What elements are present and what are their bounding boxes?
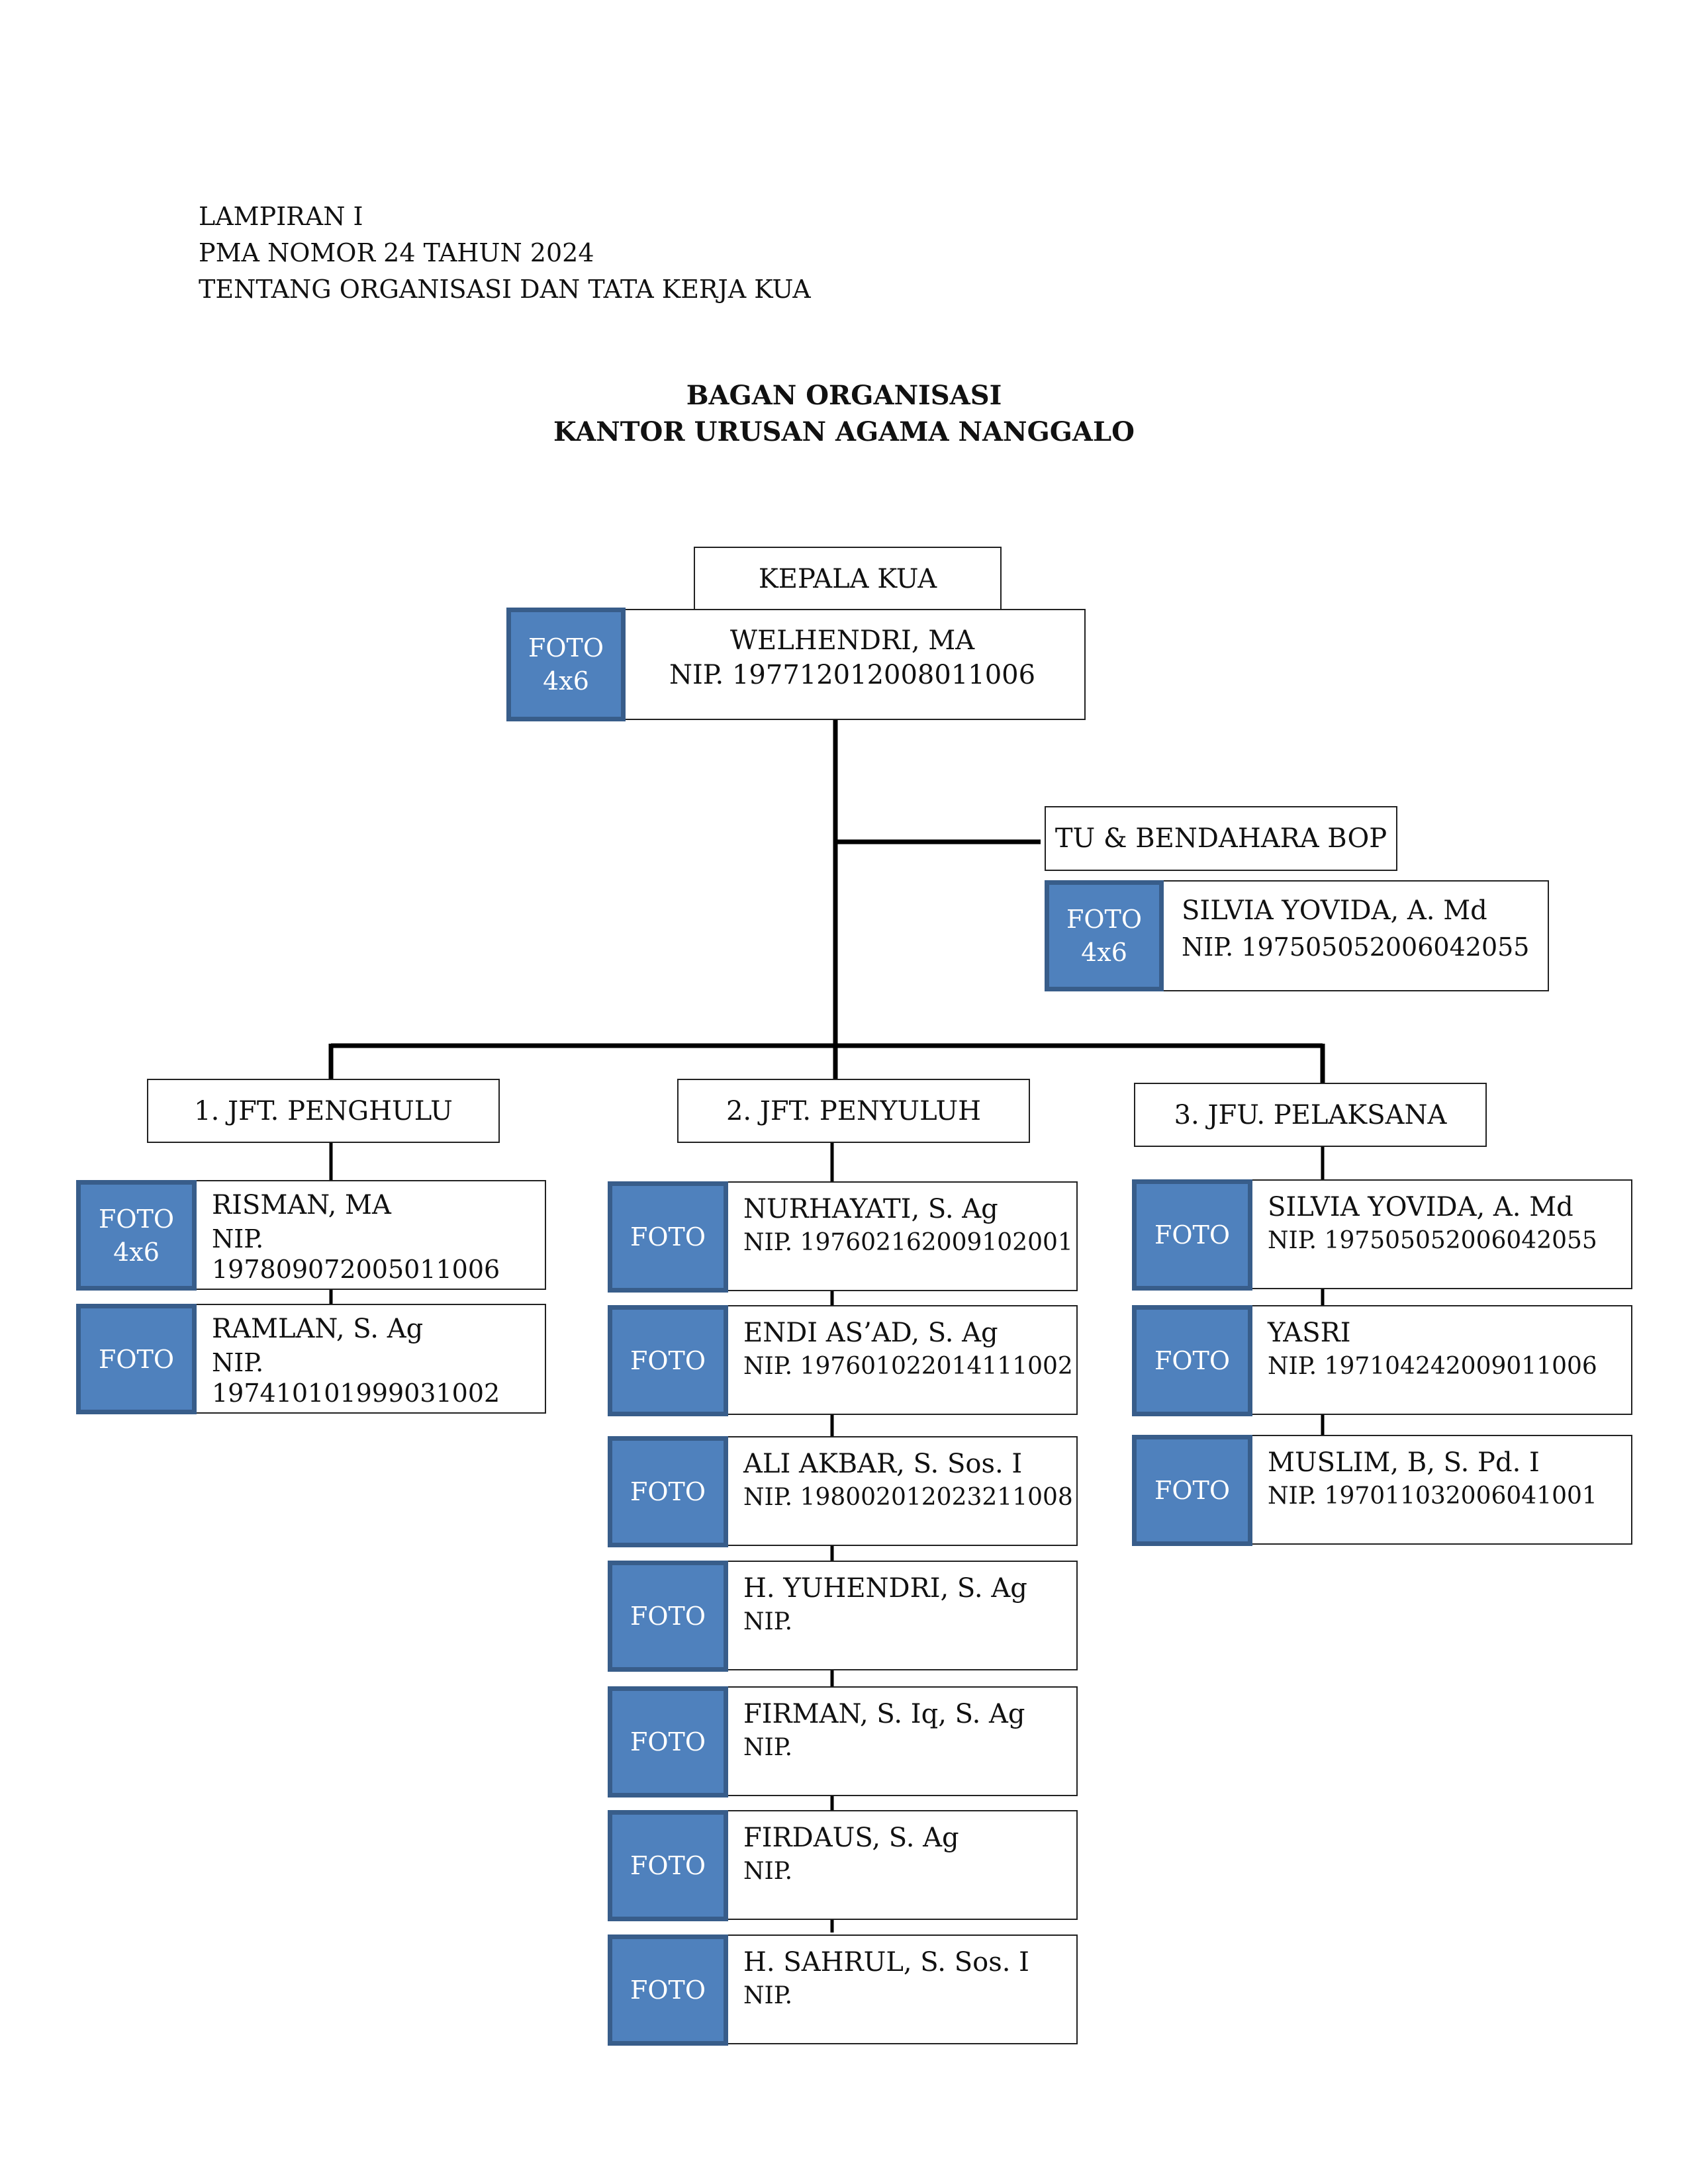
- member-nip: NIP.: [743, 1608, 793, 1635]
- tu-nip: NIP. 197505052006042055: [1182, 933, 1530, 962]
- member-nip: NIP. 197601022014111002: [743, 1353, 1073, 1380]
- photo-label: FOTO: [1066, 905, 1143, 934]
- member-nip: NIP.: [743, 1734, 793, 1761]
- group-pelaksana-label: 3. JFU. PELAKSANA: [1134, 1083, 1487, 1147]
- kepala-kua-label: KEPALA KUA: [694, 547, 1002, 611]
- member-nip: NIP.: [743, 1858, 793, 1885]
- member-photo-placeholder: FOTO: [608, 1686, 728, 1797]
- photo-label: FOTO: [1154, 1220, 1231, 1250]
- member-nip-value: 197809072005011006: [212, 1255, 500, 1284]
- photo-label: FOTO: [528, 633, 604, 662]
- member-name: ALI AKBAR, S. Sos. I: [743, 1449, 1023, 1479]
- tu-name: SILVIA YOVIDA, A. Md: [1182, 895, 1487, 926]
- member-name: H. YUHENDRI, S. Ag: [743, 1573, 1027, 1604]
- kepala-photo-placeholder: FOTO 4x6: [506, 608, 626, 721]
- document-header: LAMPIRAN I PMA NOMOR 24 TAHUN 2024 TENTA…: [199, 199, 811, 308]
- group-penghulu-text: 1. JFT. PENGHULU: [194, 1095, 453, 1126]
- photo-label: FOTO: [630, 1346, 706, 1375]
- kepala-nip: NIP. 197712012008011006: [669, 660, 1036, 690]
- member-photo-placeholder: FOTO: [608, 1934, 728, 2046]
- photo-label: FOTO: [630, 1851, 706, 1880]
- member-name: ENDI AS’AD, S. Ag: [743, 1318, 998, 1348]
- title-line-2: KANTOR URUSAN AGAMA NANGGALO: [553, 416, 1135, 447]
- member-photo-placeholder: FOTO: [608, 1561, 728, 1672]
- group-penghulu-label: 1. JFT. PENGHULU: [147, 1079, 500, 1143]
- photo-size-label: 4x6: [543, 666, 589, 696]
- member-photo-placeholder: FOTO: [76, 1304, 197, 1414]
- group-pelaksana-text: 3. JFU. PELAKSANA: [1174, 1099, 1447, 1130]
- member-nip: NIP. 198002012023211008: [743, 1484, 1073, 1511]
- title-line-1: BAGAN ORGANISASI: [686, 380, 1002, 411]
- kepala-name: WELHENDRI, MA: [729, 625, 975, 656]
- member-photo-placeholder: FOTO: [608, 1436, 728, 1547]
- photo-label: FOTO: [98, 1204, 175, 1234]
- photo-label: FOTO: [630, 1976, 706, 2005]
- member-nip: NIP. 197505052006042055: [1268, 1227, 1597, 1254]
- member-nip-label: NIP.: [212, 1224, 264, 1253]
- lampiran-line: LAMPIRAN I: [199, 202, 363, 231]
- member-name: H. SAHRUL, S. Sos. I: [743, 1947, 1029, 1978]
- member-name: NURHAYATI, S. Ag: [743, 1194, 998, 1224]
- member-name: YASRI: [1268, 1318, 1351, 1348]
- member-name: SILVIA YOVIDA, A. Md: [1268, 1192, 1573, 1222]
- member-nip: NIP.: [743, 1982, 793, 2009]
- member-photo-placeholder: FOTO 4x6: [76, 1180, 197, 1291]
- tentang-line: TENTANG ORGANISASI DAN TATA KERJA KUA: [199, 275, 811, 304]
- photo-size-label: 4x6: [1081, 938, 1127, 967]
- photo-label: FOTO: [1154, 1476, 1231, 1505]
- member-name: MUSLIM, B, S. Pd. I: [1268, 1447, 1540, 1478]
- pma-line: PMA NOMOR 24 TAHUN 2024: [199, 238, 594, 267]
- member-nip: NIP. 197104242009011006: [1268, 1353, 1597, 1380]
- member-photo-placeholder: FOTO: [608, 1810, 728, 1921]
- member-nip-value: 197410101999031002: [212, 1379, 500, 1408]
- member-name: FIRMAN, S. Iq, S. Ag: [743, 1699, 1025, 1729]
- member-nip: NIP. 197011032006041001: [1268, 1482, 1597, 1510]
- member-photo-placeholder: FOTO: [1132, 1435, 1252, 1546]
- kepala-kua-card: WELHENDRI, MA NIP. 197712012008011006: [619, 609, 1086, 720]
- kepala-kua-label-text: KEPALA KUA: [758, 563, 937, 594]
- tu-bendahara-label-text: TU & BENDAHARA BOP: [1055, 823, 1387, 854]
- member-nip: NIP. 197602162009102001: [743, 1229, 1073, 1256]
- member-nip-label: NIP.: [212, 1348, 264, 1377]
- member-name: RISMAN, MA: [212, 1190, 391, 1220]
- tu-bendahara-label: TU & BENDAHARA BOP: [1045, 806, 1397, 871]
- tu-photo-placeholder: FOTO 4x6: [1045, 880, 1164, 991]
- member-photo-placeholder: FOTO: [1132, 1179, 1252, 1291]
- member-photo-placeholder: FOTO: [608, 1305, 728, 1416]
- photo-label: FOTO: [98, 1344, 175, 1374]
- group-penyuluh-text: 2. JFT. PENYULUH: [726, 1095, 982, 1126]
- member-name: RAMLAN, S. Ag: [212, 1314, 424, 1344]
- member-photo-placeholder: FOTO: [1132, 1305, 1252, 1416]
- member-name: FIRDAUS, S. Ag: [743, 1823, 959, 1853]
- photo-label: FOTO: [630, 1222, 706, 1251]
- photo-label: FOTO: [630, 1727, 706, 1756]
- group-penyuluh-label: 2. JFT. PENYULUH: [677, 1079, 1030, 1143]
- photo-label: FOTO: [630, 1477, 706, 1506]
- member-photo-placeholder: FOTO: [608, 1181, 728, 1293]
- chart-title: BAGAN ORGANISASI KANTOR URUSAN AGAMA NAN…: [0, 377, 1688, 450]
- photo-label: FOTO: [1154, 1346, 1231, 1375]
- photo-label: FOTO: [630, 1602, 706, 1631]
- photo-size-label: 4x6: [113, 1237, 160, 1267]
